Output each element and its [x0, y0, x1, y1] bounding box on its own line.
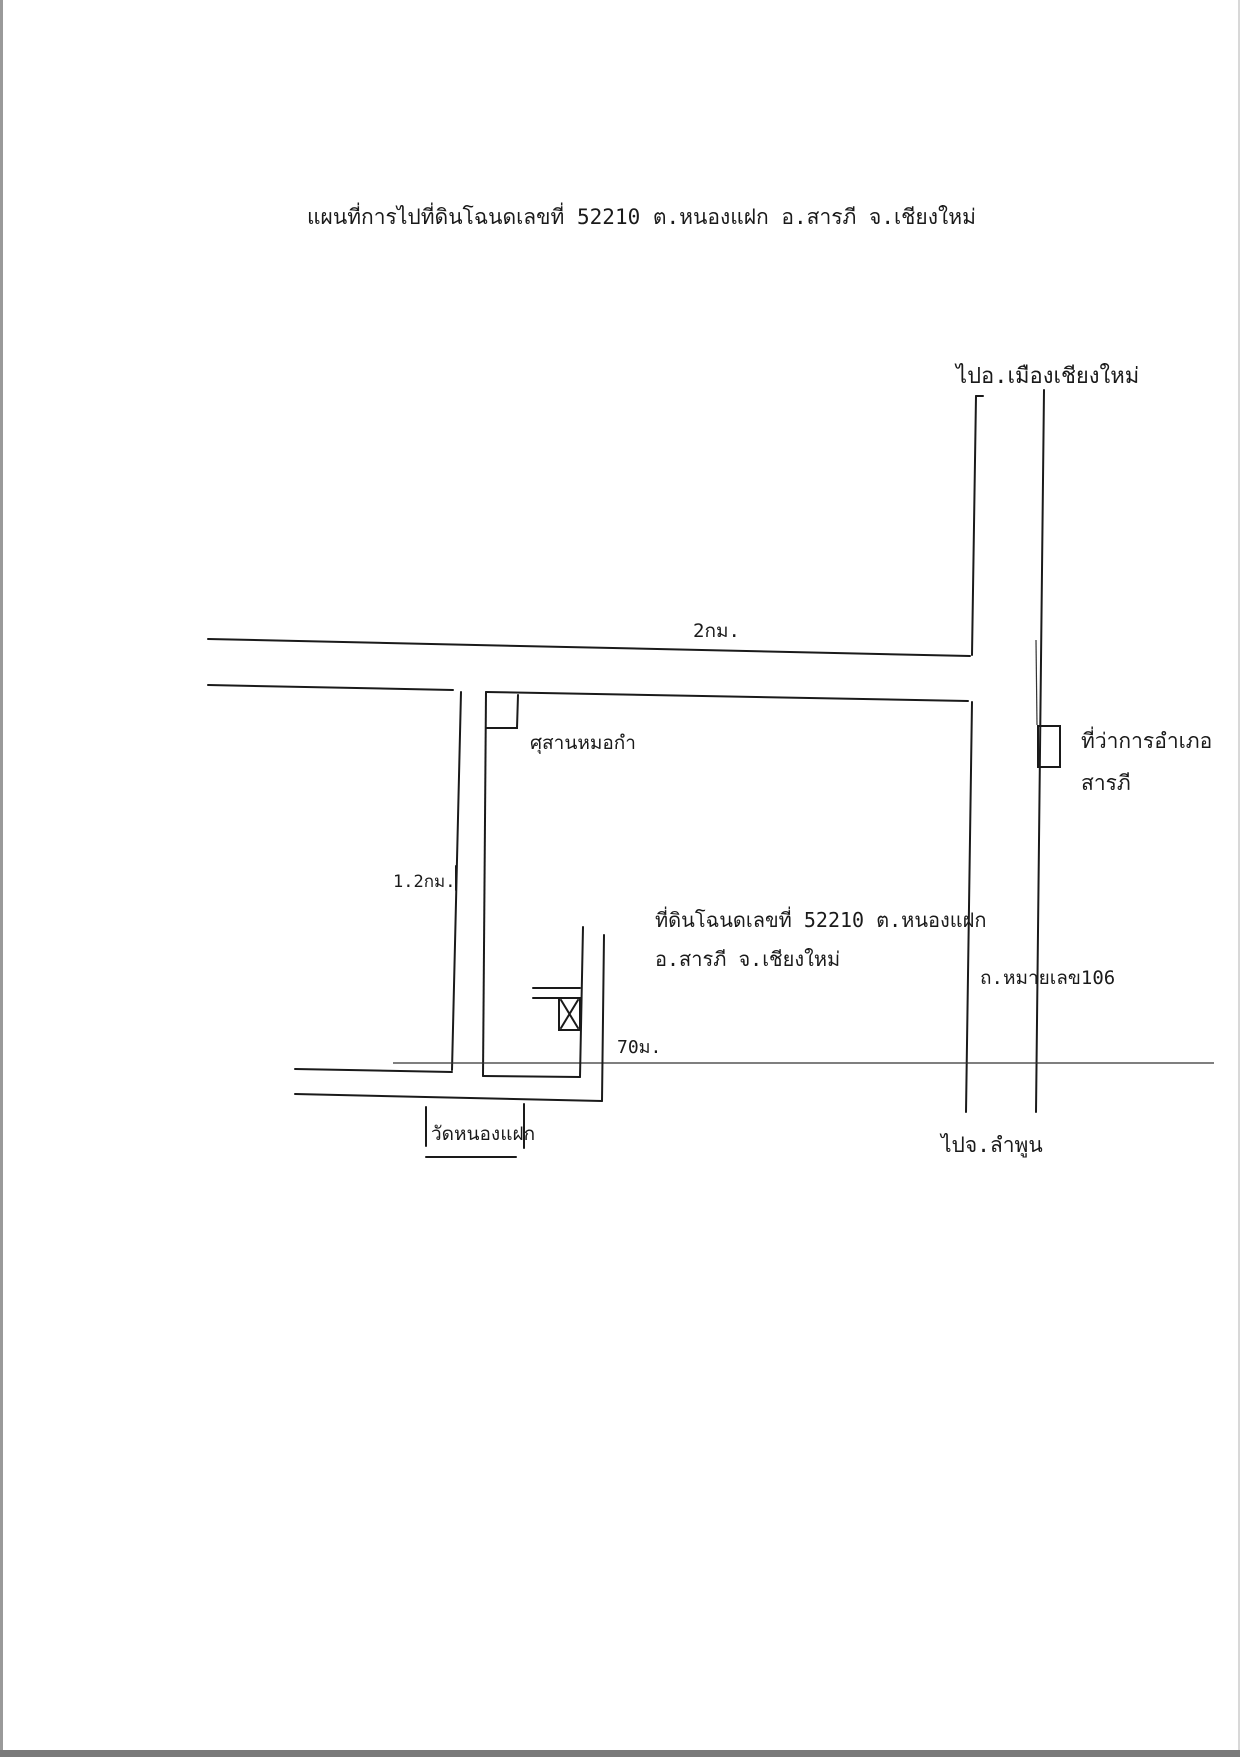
label-temple: วัดหนองแฝก	[431, 1123, 535, 1145]
label-parcel-line2: อ.สารภี จ.เชียงใหม่	[655, 947, 840, 971]
label-to-lamphun: ไปจ.ลำพูน	[939, 1133, 1043, 1158]
scan-edge-bottom	[0, 1750, 1240, 1757]
north-road-east-edge	[1035, 389, 1045, 1113]
label-distance-70m: 70ม.	[617, 1037, 661, 1058]
scan-edge-right	[1238, 0, 1240, 1757]
parcel-lane-east	[601, 934, 605, 1102]
south-road-south-edge	[294, 1093, 603, 1102]
label-district-office-line2: สารภี	[1081, 771, 1131, 795]
south-road-west-edge	[965, 701, 973, 1113]
label-to-mueang: ไปอ.เมืองเชียงใหม่	[954, 363, 1139, 389]
north-road-west-edge	[971, 395, 977, 656]
label-shrine: ศุสานหมอกำ	[530, 732, 636, 755]
side-road-east-edge	[482, 691, 487, 1077]
label-distance-1-2km: 1.2กม.	[393, 872, 455, 892]
label-parcel: ที่ดินโฉนดเลขที่ 52210 ต.หนองแฝก	[655, 906, 986, 932]
label-distance-2km: 2กม.	[693, 620, 740, 642]
shrine-marker	[485, 694, 519, 729]
parcel-lane-west	[579, 926, 584, 1078]
map-title: แผนที่การไปที่ดินโฉนดเลขที่ 52210 ต.หนอง…	[307, 202, 976, 229]
parcel-marker-box	[558, 997, 581, 1031]
road-arrow-line	[1035, 639, 1038, 726]
district-office-marker	[1037, 725, 1061, 768]
main-road-south-edge-east	[485, 691, 969, 702]
south-road-north-edge	[294, 1068, 453, 1073]
parcel-marker-cross-b	[560, 999, 579, 1029]
label-district-office: ที่ว่าการอำเภอ	[1081, 726, 1212, 753]
scan-edge-left	[0, 0, 3, 1757]
south-road-north-edge-east	[482, 1075, 581, 1078]
main-road-north-edge	[207, 638, 971, 657]
main-road-south-edge-west	[207, 684, 454, 691]
label-highway-106: ถ.หมายเลข106	[980, 967, 1115, 989]
